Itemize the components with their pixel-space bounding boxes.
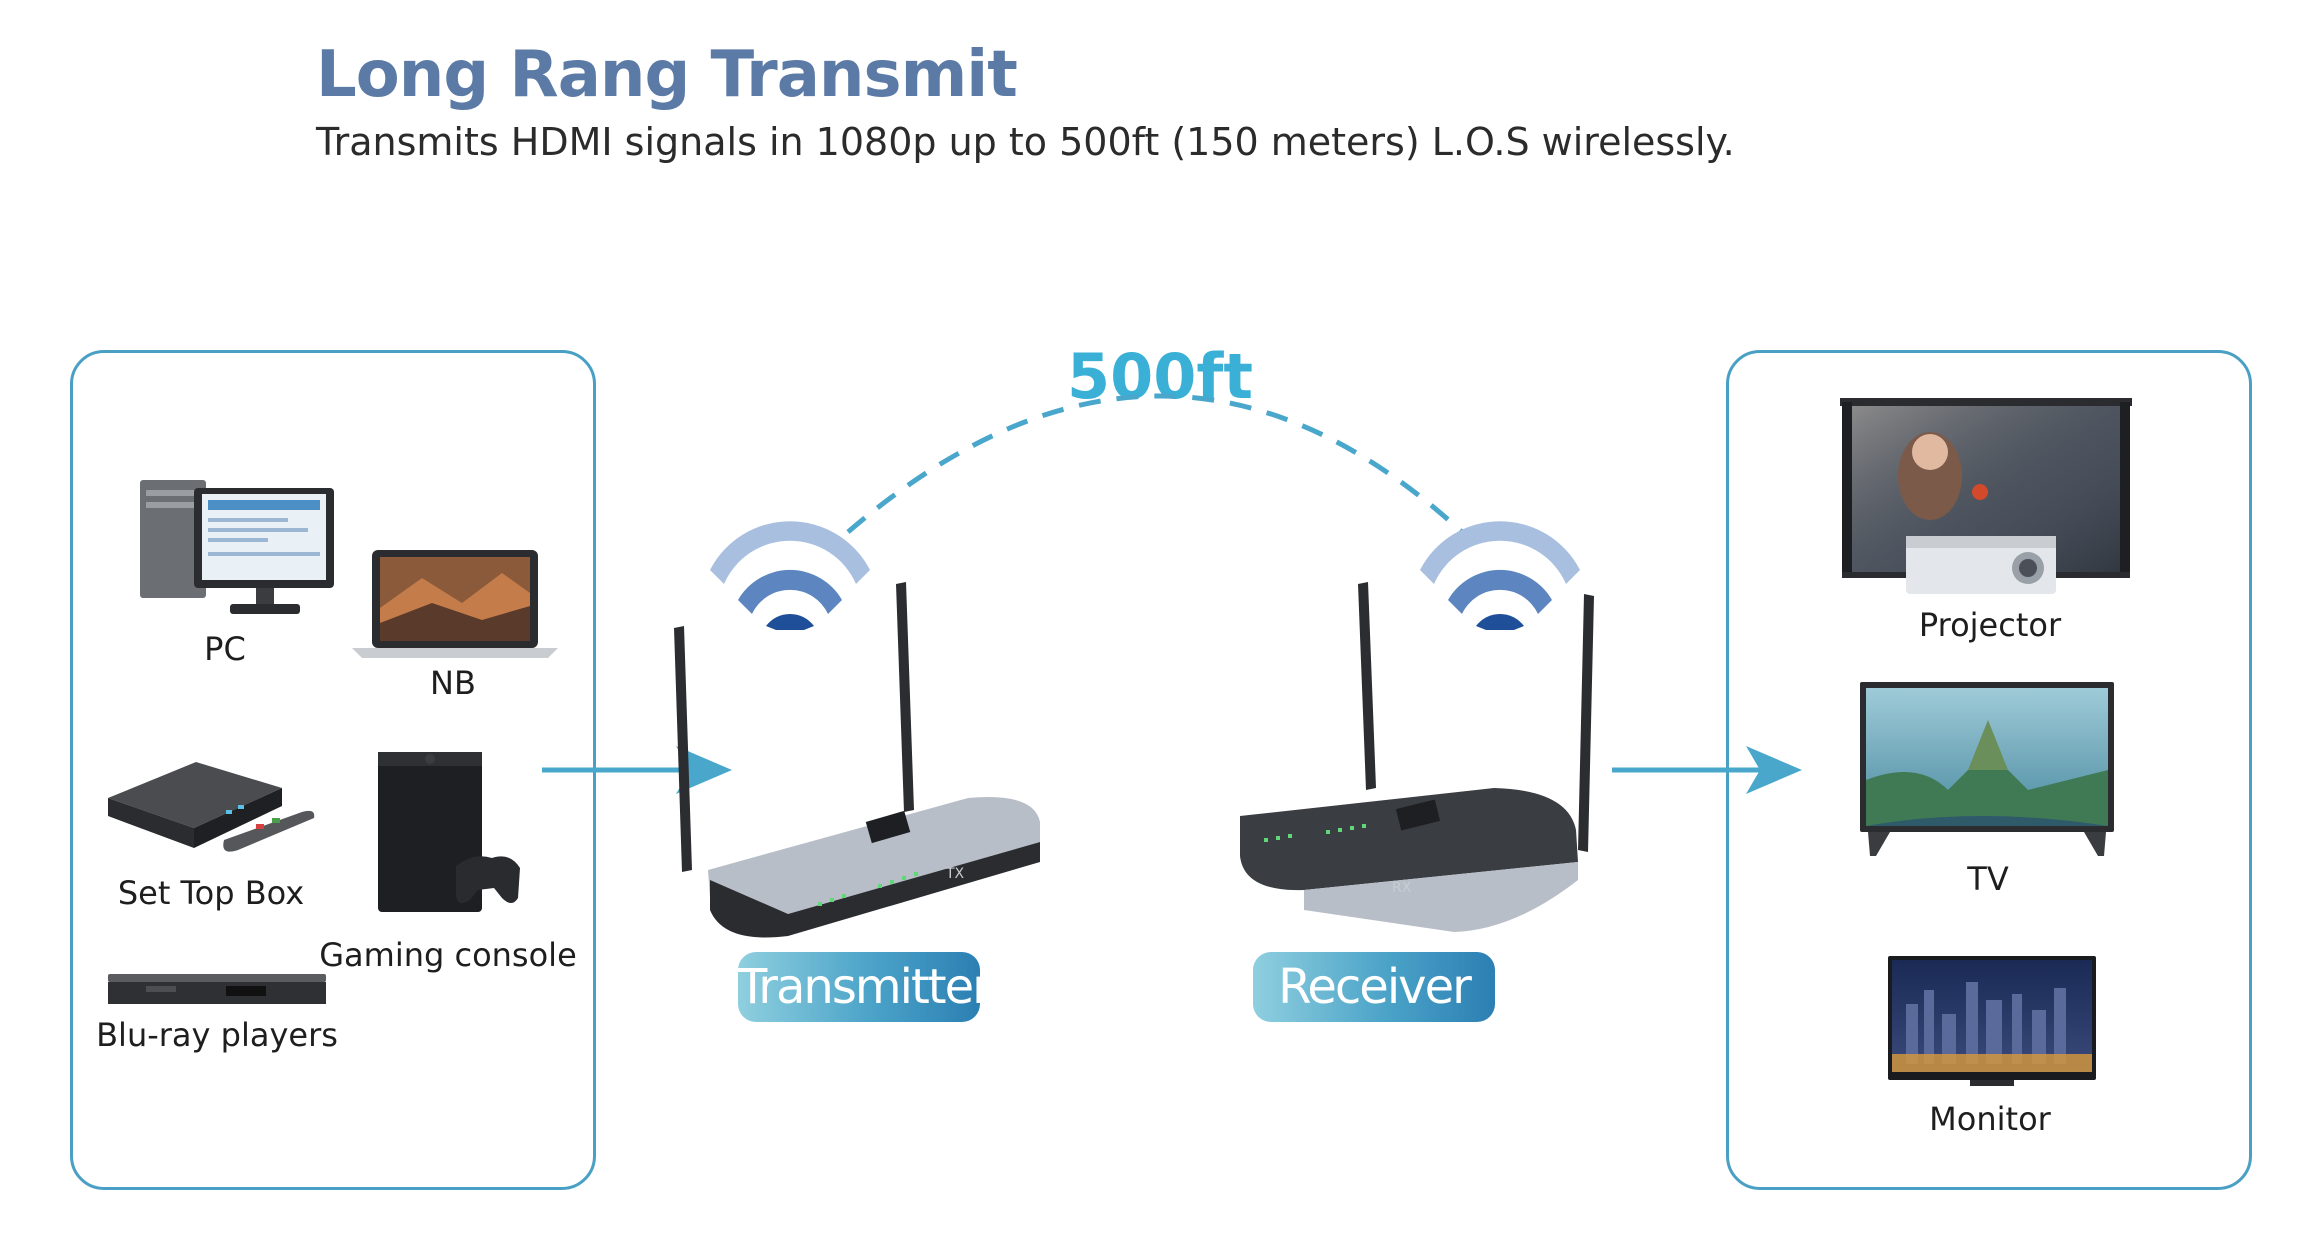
- tv-icon: [1860, 682, 2114, 856]
- wifi-icon-receiver: [1420, 521, 1580, 630]
- pc-icon: [140, 480, 334, 614]
- bluray-player-icon: [108, 974, 326, 1004]
- transmitter-device-icon: [674, 582, 1040, 938]
- notebook-icon: [352, 550, 558, 658]
- receiver-device-icon: [1240, 582, 1594, 932]
- monitor-label: Monitor: [1929, 1100, 2051, 1138]
- transmitter-port-label: TX: [946, 866, 965, 882]
- arrow-to-displays-icon: [1612, 746, 1802, 794]
- set-top-box-label: Set Top Box: [117, 874, 305, 912]
- monitor-icon: [1888, 956, 2096, 1086]
- projector-label: Projector: [1918, 606, 2062, 644]
- tv-label: TV: [1967, 860, 2009, 898]
- receiver-label: Receiver: [1253, 952, 1495, 1022]
- notebook-label: NB: [430, 664, 476, 702]
- set-top-box-icon: [108, 762, 315, 852]
- arrow-to-transmitter-icon: [542, 746, 732, 794]
- wifi-icon-transmitter: [710, 521, 870, 630]
- pc-label: PC: [204, 630, 246, 668]
- page-subtitle: Transmits HDMI signals in 1080p up to 50…: [316, 120, 1735, 164]
- receiver-port-label: RX: [1392, 880, 1412, 896]
- gaming-console-icon: [378, 752, 520, 912]
- projector-icon: [1840, 398, 2132, 594]
- gaming-console-label: Gaming console: [319, 936, 577, 974]
- page-title: Long Rang Transmit: [316, 38, 1018, 112]
- transmitter-label: Transmitter: [738, 952, 992, 1022]
- bluray-label: Blu-ray players: [96, 1016, 338, 1054]
